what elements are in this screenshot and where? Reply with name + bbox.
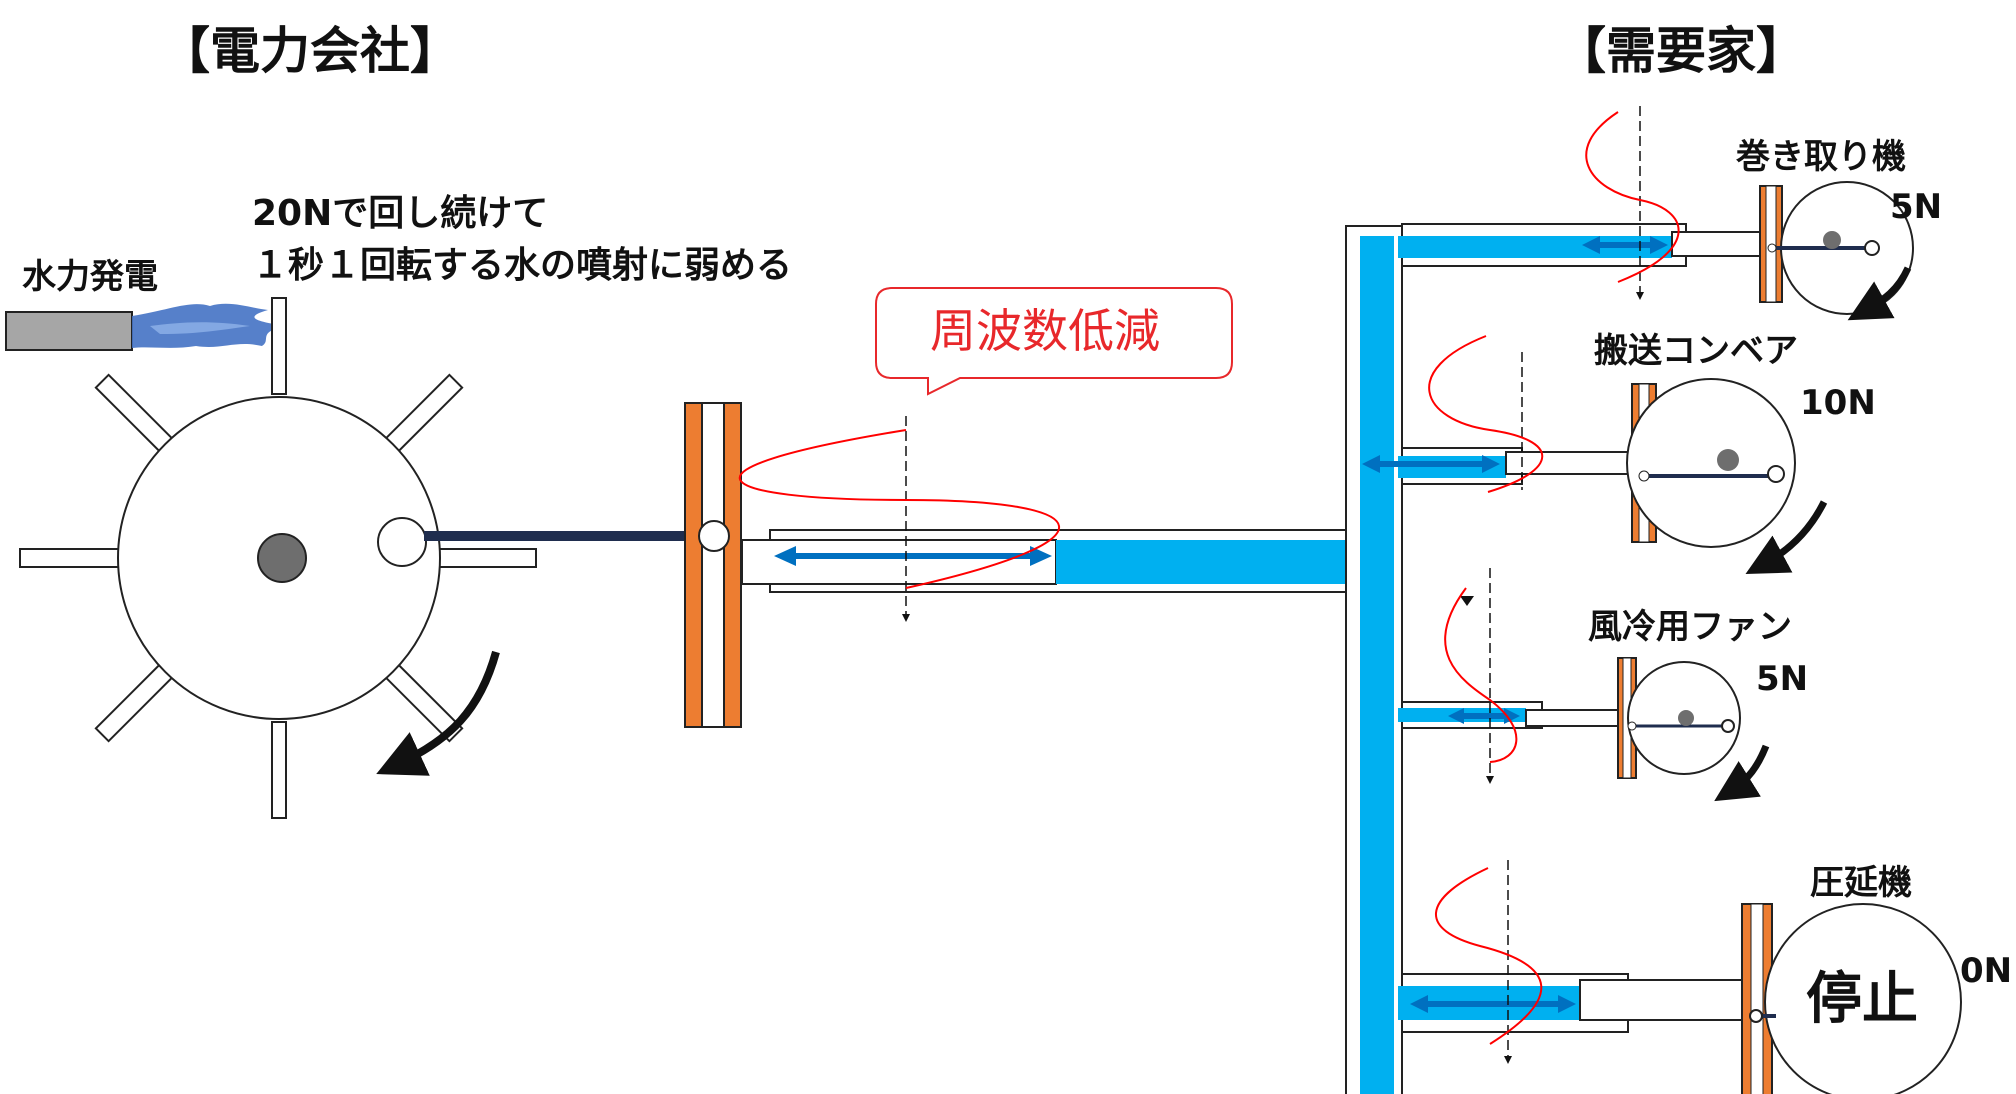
machine-label-fan: 風冷用ファン — [1588, 607, 1792, 647]
machine-conveyor — [1626, 378, 1828, 574]
machine-force-winder: 5N — [1890, 187, 1943, 227]
oscillation-arrows — [774, 236, 1668, 1013]
generator-note-line1: 20Nで回し続けて — [252, 193, 549, 234]
machine-label-rolling-mill: 圧延機 — [1810, 863, 1912, 903]
machine-force-fan: 5N — [1756, 659, 1809, 699]
machine-force-conveyor: 10N — [1800, 383, 1876, 423]
generator-plate — [684, 402, 742, 728]
wheel-rotation-arrow — [376, 650, 500, 776]
company-header: 【電力会社】 — [160, 22, 460, 80]
machine-winder — [1759, 181, 1914, 321]
callout-text: 周波数低減 — [930, 304, 1160, 358]
water-wheel — [19, 297, 537, 819]
machine-label-conveyor: 搬送コンベア — [1594, 331, 1798, 371]
machine-status-stopped: 停止 — [1806, 967, 1918, 1032]
machine-label-winder: 巻き取り機 — [1736, 137, 1906, 177]
machine-fan — [1617, 657, 1770, 802]
water-jet-icon — [132, 303, 286, 348]
generator-note-line2: １秒１回転する水の噴射に弱める — [252, 245, 793, 286]
consumer-header: 【需要家】 — [1556, 22, 1806, 80]
water-nozzle — [5, 311, 133, 351]
machine-rolling-mill — [1741, 903, 1962, 1094]
frequency-waves — [738, 106, 1680, 1064]
machine-force-rolling-mill: 0N — [1960, 951, 2013, 991]
generator-label: 水力発電 — [22, 257, 158, 297]
callout-bubble — [875, 287, 1233, 396]
